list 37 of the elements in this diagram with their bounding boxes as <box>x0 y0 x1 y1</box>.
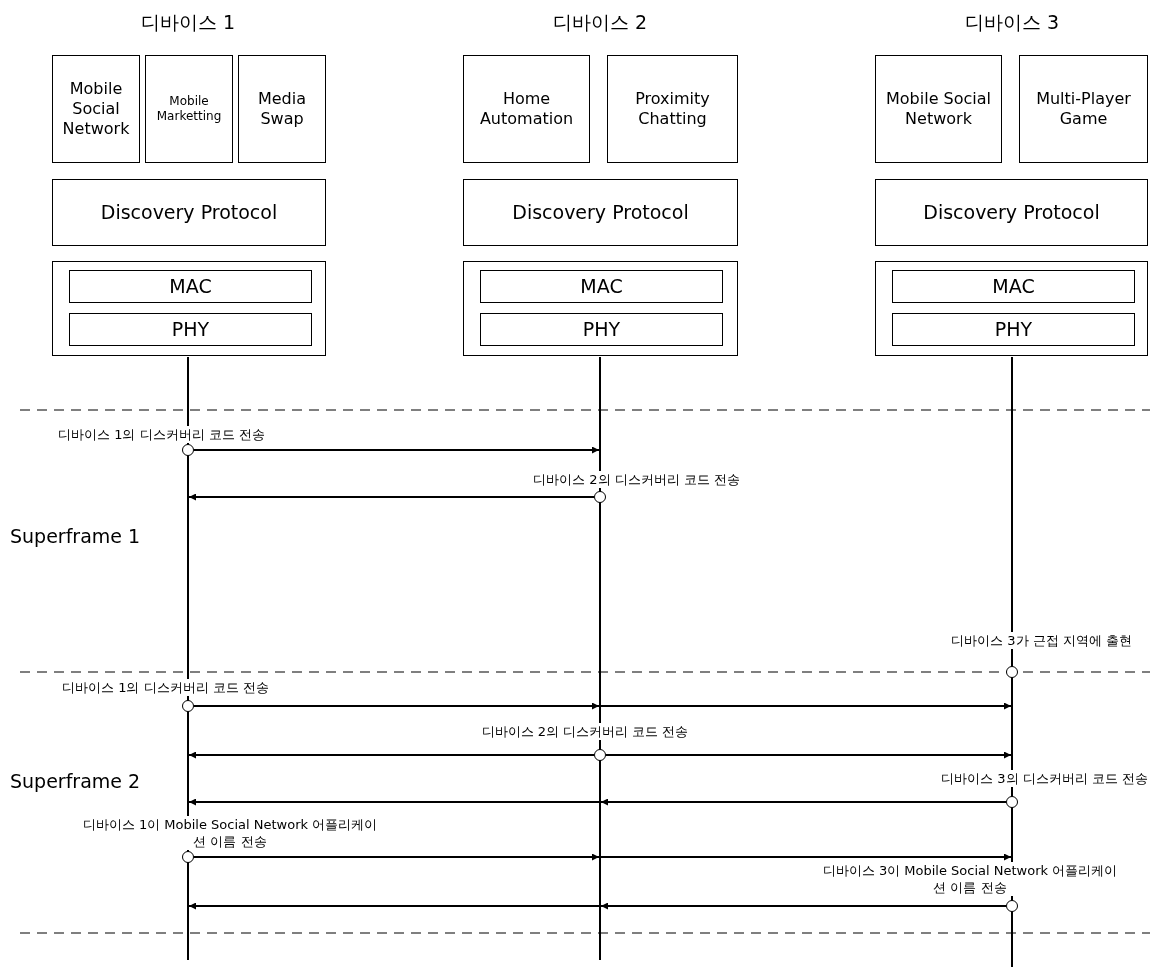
message-arrow <box>600 853 1012 861</box>
message-arrow <box>188 493 595 501</box>
message-arrow <box>600 702 1012 710</box>
lifeline <box>599 357 601 960</box>
message-arrow <box>600 798 1007 806</box>
layer-box: MAC <box>892 270 1135 303</box>
layer-box <box>463 261 738 356</box>
application-box: Mobile Social Network <box>52 55 140 163</box>
message-arrow <box>188 751 595 759</box>
device-title: 디바이스 2 <box>551 10 649 35</box>
layer-box: PHY <box>69 313 312 346</box>
device-title: 디바이스 3 <box>963 10 1061 35</box>
message-arrow <box>193 853 600 861</box>
application-box: Mobile Social Network <box>875 55 1002 163</box>
protocol-box: Discovery Protocol <box>52 179 326 246</box>
message-arrow <box>600 902 1007 910</box>
message-arrow <box>188 798 600 806</box>
layer-box: PHY <box>892 313 1135 346</box>
application-box: Mobile Marketting <box>145 55 233 163</box>
device-title: 디바이스 1 <box>139 10 237 35</box>
message-arrow <box>605 751 1012 759</box>
layer-box <box>875 261 1148 356</box>
layer-box: MAC <box>480 270 723 303</box>
layer-box: MAC <box>69 270 312 303</box>
message-arrow <box>193 702 600 710</box>
layer-box: PHY <box>480 313 723 346</box>
layer-box <box>52 261 326 356</box>
protocol-box: Discovery Protocol <box>463 179 738 246</box>
application-box: Proximity Chatting <box>607 55 738 163</box>
superframe-label: Superframe 2 <box>10 769 142 794</box>
protocol-box: Discovery Protocol <box>875 179 1148 246</box>
application-box: Home Automation <box>463 55 590 163</box>
application-box: Multi-Player Game <box>1019 55 1148 163</box>
message-arrow <box>188 902 600 910</box>
superframe-label: Superframe 1 <box>10 524 142 549</box>
application-box: Media Swap <box>238 55 326 163</box>
message-arrow <box>193 446 600 454</box>
